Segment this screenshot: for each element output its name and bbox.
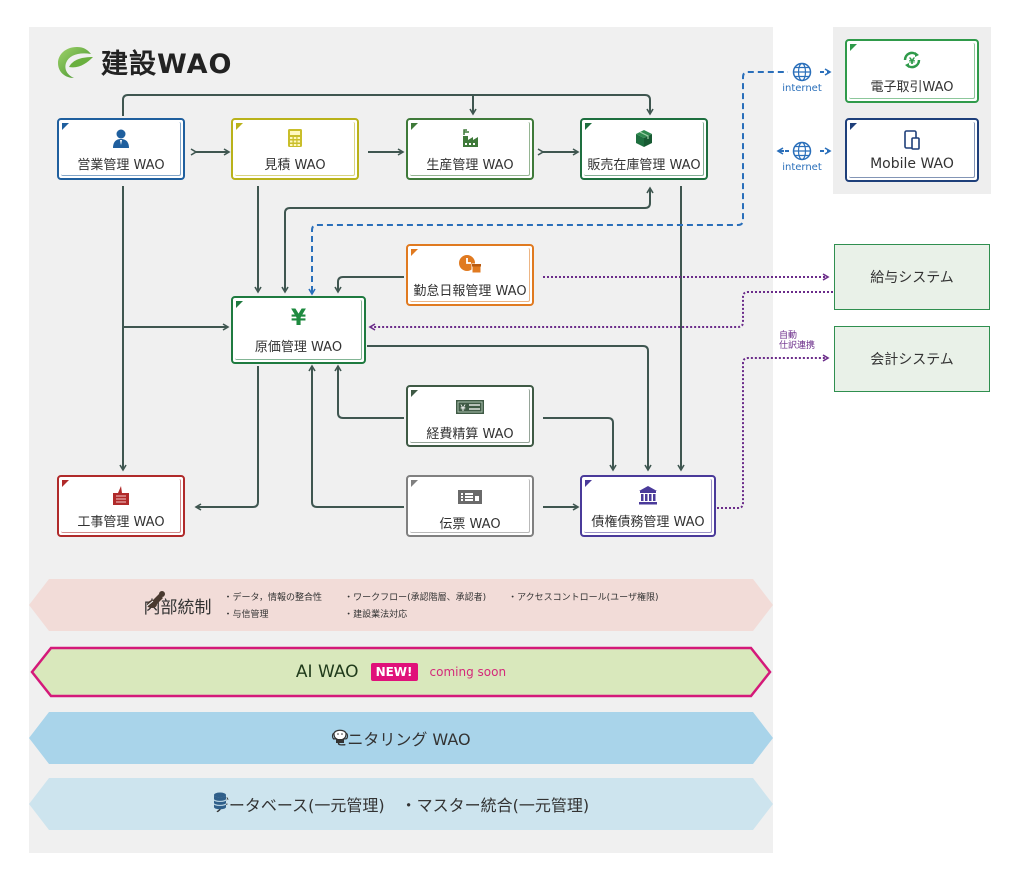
brand-logo: 建設WAO [57,42,232,81]
svg-text:¥: ¥ [460,404,466,414]
module-inventory[interactable]: 販売在庫管理 WAO [580,118,708,180]
internet-text: internet [782,162,822,173]
band-shape [29,579,773,631]
module-sales[interactable]: 営業管理 WAO [57,118,185,180]
corner-marker [850,44,857,51]
module-label: 工事管理 WAO [77,514,165,530]
module-label: 電子取引WAO [870,79,954,95]
auto-journal-label: 自動 仕訳連携 [779,331,815,351]
band-shape [29,778,773,830]
module-label: 伝票 WAO [439,516,501,532]
coming-soon-text: coming soon [429,665,507,679]
factory-icon [463,128,478,147]
new-badge: NEW! [370,663,418,681]
corner-marker [236,123,243,130]
yen-icon: ¥ [290,305,307,331]
globe-icon [792,62,812,82]
corner-marker [411,480,418,487]
module-production[interactable]: 生産管理 WAO [406,118,534,180]
database-title: データベース(一元管理) ・マスター統合(一元管理) [212,796,590,815]
globe-icon [792,141,812,161]
module-label: 債権債務管理 WAO [591,514,705,530]
module-estimate[interactable]: 見積 WAO [231,118,359,180]
module-label: 見積 WAO [264,157,326,173]
module-label: 経費精算 WAO [426,426,514,442]
control-item: ・ワークフロー(承認階層、承認者) [344,593,487,603]
person-icon [113,129,129,148]
module-mobile[interactable]: Mobile WAO [845,118,979,182]
stamp-icon [146,591,165,608]
module-slip[interactable]: 伝票 WAO [406,475,534,537]
database-icon [213,792,227,810]
internet-label-ecommerce: internet [775,62,829,94]
band-ai-wao: AI WAO NEW! coming soon [29,646,773,698]
bank-icon [639,485,657,504]
module-label: 原価管理 WAO [254,339,343,355]
module-label: 営業管理 WAO [77,157,165,173]
module-cost[interactable]: ¥ 原価管理 WAO [231,296,366,364]
svg-text:¥: ¥ [909,57,916,67]
box-icon [636,129,652,147]
mobile-tablet-icon [904,130,920,150]
slip-icon [458,489,482,504]
auto-journal-line1: 自動 [779,331,798,341]
control-item: ・建設業法対応 [344,610,408,620]
external-payroll-system[interactable]: 給与システム [834,244,990,310]
module-ecommerce[interactable]: ¥ 電子取引WAO [845,39,979,103]
corner-marker [850,123,857,130]
wao-swoosh-logo-icon [58,46,93,78]
corner-marker [411,123,418,130]
external-accounting-system[interactable]: 会計システム [834,326,990,392]
module-label: Mobile WAO [870,156,954,172]
control-item: ・与信管理 [223,610,269,620]
calculator-icon [288,128,302,147]
document-pen-icon [113,485,129,505]
yen-bill-icon: ¥ [456,399,484,414]
internal-control-title: 内部統制 [143,597,212,618]
monitoring-title: モニタリング WAO [331,730,471,749]
internet-label-mobile: internet [775,141,829,173]
corner-marker [62,480,69,487]
module-expense[interactable]: ¥ 経費精算 WAO [406,385,534,447]
corner-marker [236,301,243,308]
band-monitoring: モニタリング WAO [29,712,773,764]
band-shape [29,712,773,764]
yen-cycle-icon: ¥ [903,51,921,68]
corner-marker [62,123,69,130]
control-item: ・データ，情報の整合性 [223,593,323,603]
ai-wao-title: AI WAO [295,662,359,682]
band-internal-control: 内部統制 ・データ，情報の整合性 ・ワークフロー(承認階層、承認者) ・アクセス… [29,579,773,631]
module-label: 勤怠日報管理 WAO [413,283,527,299]
module-label: 販売在庫管理 WAO [587,157,701,173]
corner-marker [411,390,418,397]
corner-marker [585,480,592,487]
band-database: データベース(一元管理) ・マスター統合(一元管理) [29,778,773,830]
brand-title: 建設WAO [101,49,233,80]
payroll-label: 給与システム [870,270,954,286]
auto-journal-line2: 仕訳連携 [779,341,816,351]
internal-control-items: ・データ，情報の整合性 ・ワークフロー(承認階層、承認者) ・アクセスコントロー… [224,590,659,620]
accounting-label: 会計システム [870,352,954,368]
dog-icon [332,729,349,743]
clock-calendar-icon [459,254,482,273]
control-item: ・アクセスコントロール(ユーザ権限) [508,593,659,603]
corner-marker [585,123,592,130]
internet-text: internet [782,83,822,94]
module-label: 生産管理 WAO [426,157,514,173]
module-attendance[interactable]: 勤怠日報管理 WAO [406,244,534,306]
module-construction[interactable]: 工事管理 WAO [57,475,185,537]
corner-marker [411,249,418,256]
module-receivables[interactable]: 債権債務管理 WAO [580,475,716,537]
